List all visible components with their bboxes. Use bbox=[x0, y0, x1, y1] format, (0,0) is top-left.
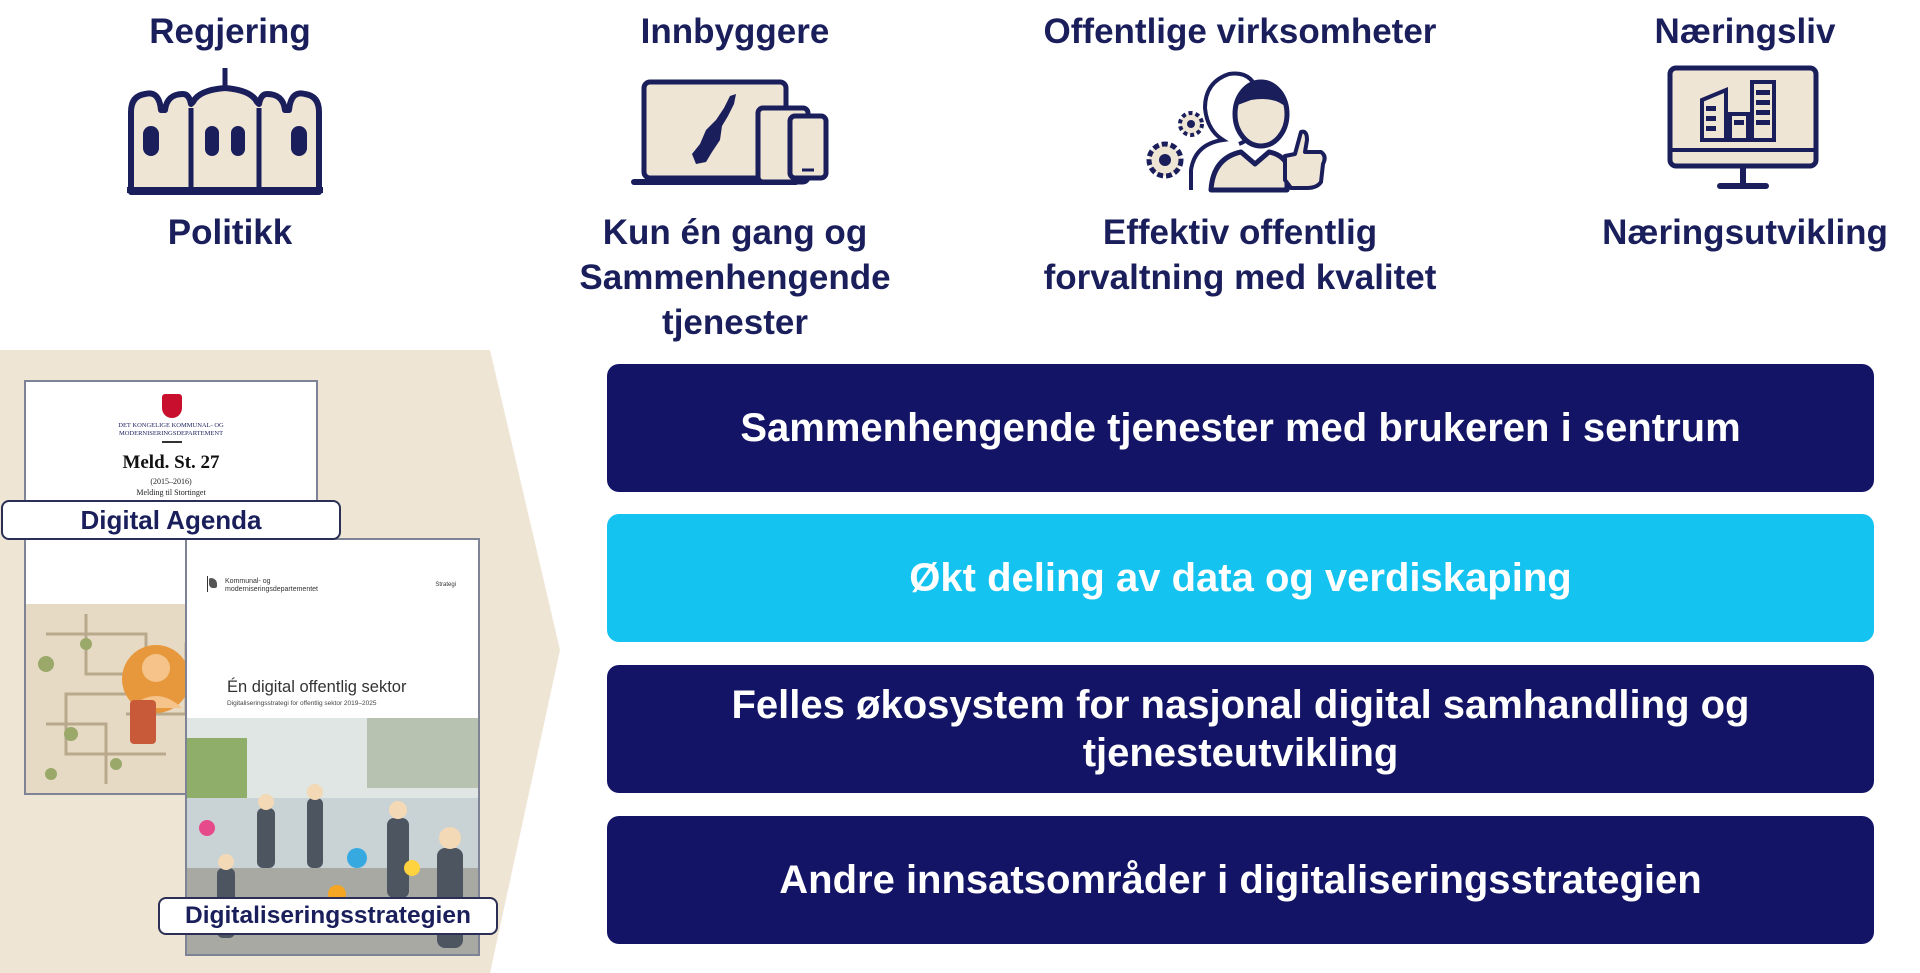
stakeholder-description: Næringsutvikling bbox=[1602, 213, 1888, 252]
stakeholder-title: Regjering bbox=[149, 12, 311, 51]
focus-area-bar: Sammenhengende tjenester med brukeren i … bbox=[607, 364, 1874, 492]
strategy-title: Én digital offentlig sektor bbox=[227, 678, 407, 696]
stakeholder-description: Kun én gang og Sammenhengende tjenester bbox=[579, 213, 891, 342]
report-title: Meld. St. 27 bbox=[122, 452, 220, 473]
report-department: DET KONGELIGE KOMMUNAL- OG MODERNISERING… bbox=[118, 422, 224, 437]
focus-area-bar: Økt deling av data og verdiskaping bbox=[607, 514, 1874, 642]
stakeholder-description: Effektiv offentlig forvaltning med kvali… bbox=[1043, 213, 1437, 297]
devices-norway-map-icon bbox=[590, 60, 880, 200]
strategy-subtitle: Digitaliseringsstrategi for offentlig se… bbox=[227, 700, 377, 707]
strategy-documents-panel: DET KONGELIGE KOMMUNAL- OG MODERNISERING… bbox=[0, 350, 565, 973]
monitor-buildings-icon bbox=[1615, 60, 1875, 200]
lion-emblem-icon bbox=[207, 576, 218, 592]
stakeholder-description: Politikk bbox=[167, 213, 293, 252]
report-years: (2015–2016) bbox=[150, 477, 192, 486]
government-building-icon bbox=[110, 60, 350, 200]
strategy-cover: Kommunal- og moderniseringsdepartementet… bbox=[185, 538, 480, 956]
digitaliseringsstrategien-label: Digitaliseringsstrategien bbox=[158, 897, 498, 935]
digital-agenda-label: Digital Agenda bbox=[1, 500, 341, 540]
divider bbox=[162, 441, 182, 443]
stakeholder-title: Næringsliv bbox=[1654, 12, 1836, 51]
person-gears-thumbs-up-icon bbox=[1030, 60, 1450, 200]
report-subtitle: Melding til Stortinget bbox=[136, 488, 206, 497]
focus-area-bar: Andre innsatsområder i digitaliseringsst… bbox=[607, 816, 1874, 944]
focus-area-bar: Felles økosystem for nasjonal digital sa… bbox=[607, 665, 1874, 793]
stakeholder-title: Innbyggere bbox=[640, 12, 830, 51]
strategy-department: Kommunal- og moderniseringsdepartementet bbox=[225, 578, 318, 593]
coat-of-arms-icon bbox=[162, 394, 182, 418]
strategy-tag: Strategi bbox=[435, 582, 456, 588]
stakeholder-title: Offentlige virksomheter bbox=[1043, 12, 1437, 51]
